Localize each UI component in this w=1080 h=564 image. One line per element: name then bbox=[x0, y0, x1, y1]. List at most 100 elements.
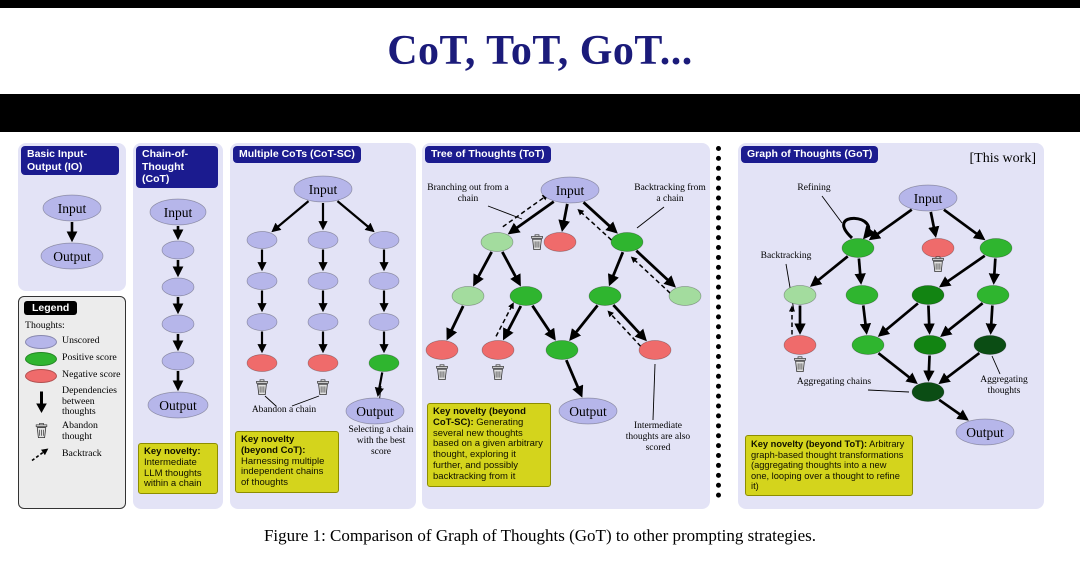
thought-node-negative bbox=[481, 340, 515, 360]
node-label: Output bbox=[53, 249, 91, 264]
thought-node-unscored bbox=[147, 391, 209, 419]
dependency-arrow bbox=[985, 305, 997, 335]
abandon-trash-icon bbox=[932, 256, 944, 272]
legend-item-label: Positive score bbox=[62, 352, 117, 364]
thought-node-negative bbox=[638, 340, 672, 360]
thought-node-unscored bbox=[955, 418, 1015, 446]
figure-caption: Figure 1: Comparison of Graph of Thought… bbox=[263, 526, 817, 545]
panel-title-io: Basic Input-Output (IO) bbox=[21, 146, 119, 176]
key-novelty-head: Key novelty (beyond CoT-SC): bbox=[433, 406, 526, 428]
dotted-divider bbox=[716, 146, 721, 498]
dependency-arrow bbox=[374, 372, 384, 397]
panel-title-cot: Chain-of-Thought (CoT) bbox=[136, 146, 218, 188]
thought-node-unscored bbox=[307, 231, 339, 249]
unscored-thought-swatch bbox=[25, 334, 57, 349]
title-band: CoT, ToT, GoT... bbox=[0, 8, 1080, 94]
page-title: CoT, ToT, GoT... bbox=[387, 28, 693, 74]
thought-node-unscored bbox=[540, 176, 600, 204]
annotation-leader-line bbox=[867, 389, 910, 393]
legend-box: Legend Thoughts: Unscored Positive score… bbox=[18, 296, 126, 509]
node-label: Input bbox=[914, 191, 943, 206]
dependency-arrow bbox=[928, 211, 940, 238]
annotation-intermediate-scored: Intermediate thoughts are also scored bbox=[625, 421, 691, 453]
dependency-arrow bbox=[336, 200, 375, 233]
thought-node-negative bbox=[307, 354, 339, 372]
key-novelty-head: Key novelty (beyond ToT): bbox=[751, 439, 868, 449]
thought-node-unscored bbox=[161, 240, 195, 260]
trash-icon bbox=[35, 423, 47, 439]
abandon-trash-icon bbox=[35, 423, 47, 439]
legend-item-dependencies: Dependencies between thoughts bbox=[25, 385, 121, 418]
positive-swatch-cell bbox=[25, 351, 57, 366]
annotation-backtracking-chain: Backtracking from a chain bbox=[634, 183, 706, 204]
thought-node-positive bbox=[841, 238, 875, 258]
legend-item-positive: Positive score bbox=[25, 351, 121, 366]
thought-node-positive_light bbox=[783, 285, 817, 305]
legend-item-negative: Negative score bbox=[25, 368, 121, 383]
thought-node-positive bbox=[979, 238, 1013, 258]
thought-node-positive_dark bbox=[913, 335, 947, 355]
thought-node-positive bbox=[368, 354, 400, 372]
dependency-arrow bbox=[943, 208, 986, 241]
legend-thoughts-row: Thoughts: bbox=[25, 320, 121, 332]
dependency-arrow bbox=[923, 355, 935, 382]
thought-node-unscored bbox=[149, 198, 207, 226]
dependency-arrow bbox=[868, 208, 913, 241]
dependency-arrow bbox=[809, 255, 849, 287]
legend-item-label: Backtrack bbox=[62, 447, 102, 459]
thought-node-unscored bbox=[246, 231, 278, 249]
thought-node-positive_light bbox=[480, 232, 514, 252]
backtrack-arrow bbox=[502, 194, 549, 228]
annotation-leader-line bbox=[636, 206, 665, 229]
key-novelty-box-got: Key novelty (beyond ToT): Arbitrary grap… bbox=[745, 435, 913, 496]
trash-icon-cell bbox=[25, 423, 57, 440]
legend-item-unscored: Unscored bbox=[25, 334, 121, 349]
key-novelty-head: Key novelty (beyond CoT): bbox=[241, 434, 306, 456]
legend-title: Legend bbox=[24, 301, 78, 315]
thought-node-unscored bbox=[161, 277, 195, 297]
node-label: Output bbox=[966, 425, 1004, 440]
dependency-arrow bbox=[507, 200, 555, 235]
annotation-aggregating-thoughts: Aggregating thoughts bbox=[980, 375, 1028, 396]
thought-node-negative bbox=[543, 232, 577, 252]
annotation-leader-line bbox=[264, 395, 277, 407]
thought-node-positive_light bbox=[668, 286, 702, 306]
thought-node-negative bbox=[783, 335, 817, 355]
abandon-trash-icon bbox=[256, 379, 268, 395]
thought-node-negative bbox=[425, 340, 459, 360]
dependency-arrow bbox=[940, 302, 984, 337]
thought-node-positive_dark bbox=[911, 285, 945, 305]
dependency-arrow bbox=[988, 258, 1001, 285]
dependency-arrow bbox=[612, 304, 647, 342]
dependency-arrow bbox=[938, 254, 986, 288]
thought-node-positive bbox=[588, 286, 622, 306]
annotation-leader-line bbox=[991, 355, 1001, 375]
dependency-icon-cell bbox=[25, 390, 57, 414]
legend-item-label: Unscored bbox=[62, 335, 100, 347]
refine-loop-arrow bbox=[842, 216, 876, 240]
thought-node-unscored bbox=[246, 272, 278, 290]
thought-node-unscored bbox=[558, 397, 618, 425]
thought-node-unscored bbox=[246, 313, 278, 331]
key-novelty-box-tot: Key novelty (beyond CoT-SC): Generating … bbox=[427, 403, 551, 487]
thought-node-positive bbox=[851, 335, 885, 355]
dependency-arrow bbox=[635, 249, 676, 288]
annotation-abandon-chain: Abandon a chain bbox=[251, 405, 317, 415]
node-label: Input bbox=[58, 201, 87, 216]
abandon-trash-icon bbox=[794, 356, 806, 372]
thought-node-unscored bbox=[40, 242, 104, 270]
annotation-branching-out: Branching out from a chain bbox=[427, 183, 509, 204]
thought-node-unscored bbox=[368, 272, 400, 290]
thought-node-unscored bbox=[161, 351, 195, 371]
thought-node-positive bbox=[845, 285, 879, 305]
